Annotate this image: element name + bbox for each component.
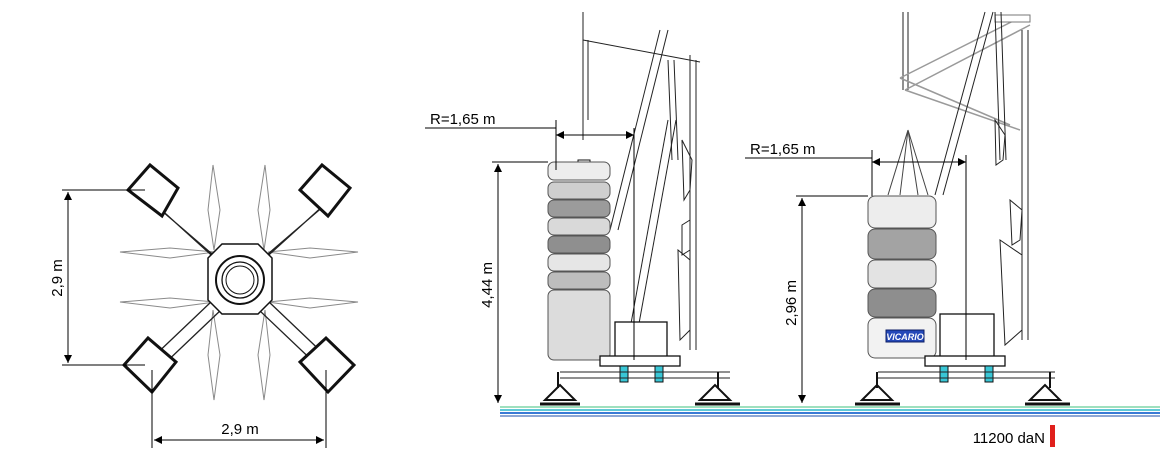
height-label-right: 2,96 m [783,280,800,326]
crane-right: VICARIO R=1,65 m 2,96 m [745,11,1070,406]
radius-label-left: R=1,65 m [430,111,495,128]
center-slewing-ring [207,243,273,315]
counterweight-stack-left [547,161,611,361]
ground-lines [500,406,1160,417]
load-marker [1050,425,1055,447]
dim-vertical-label: 2,9 m [49,259,66,297]
load-label: 11200 daN [973,430,1045,447]
dim-vertical: 2,9 m [49,189,145,366]
dim-horizontal: 2,9 m [151,370,327,448]
outrigger-pads [121,162,357,395]
radius-label-right: R=1,65 m [750,141,815,158]
dim-horizontal-label: 2,9 m [221,421,259,438]
brand-plate: VICARIO [886,332,924,342]
crane-left: R=1,65 m 4,44 m [425,12,740,406]
top-view-base: 2,9 m 2,9 m [49,162,359,448]
load-indicator: 11200 daN [973,425,1055,447]
counterweight-stack-right: VICARIO [867,195,937,359]
height-label-left: 4,44 m [479,262,496,308]
